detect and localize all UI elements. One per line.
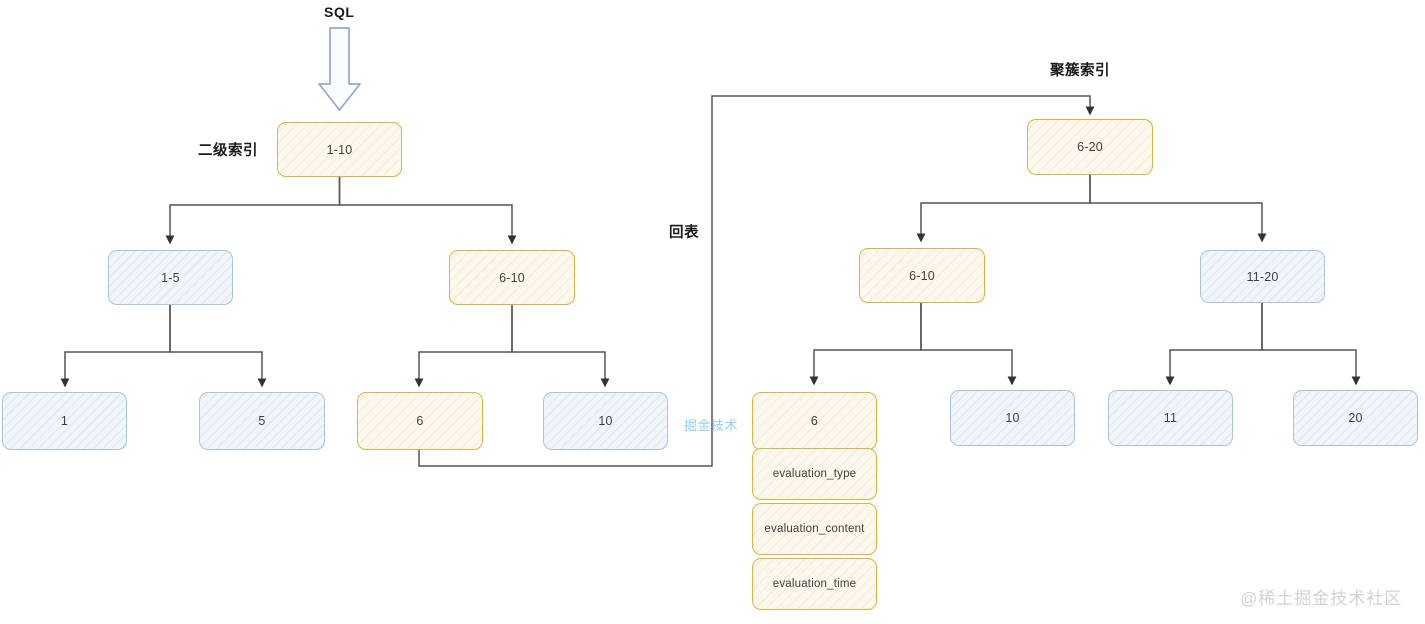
back-to-table-label: 回表 — [669, 225, 699, 241]
sql-label: SQL — [324, 4, 355, 20]
secondary-leaf-node-6[interactable]: 6 — [357, 392, 483, 450]
clustered-level2-node-11-20[interactable]: 11-20 — [1200, 250, 1325, 303]
clustered-leaf-node-20[interactable]: 20 — [1293, 390, 1418, 446]
node-label: 6-10 — [909, 268, 935, 283]
record-field-evaluation-time[interactable]: evaluation_time — [752, 558, 877, 610]
secondary-leaf-node-1[interactable]: 1 — [2, 392, 127, 450]
secondary-level2-node-6-10[interactable]: 6-10 — [449, 250, 575, 305]
secondary-root-node[interactable]: 1-10 — [277, 122, 402, 177]
node-label: 6-20 — [1077, 140, 1103, 154]
sql-arrow-icon — [318, 27, 361, 111]
node-label: 20 — [1348, 411, 1363, 425]
record-field-evaluation-content[interactable]: evaluation_content — [752, 503, 877, 555]
corner-watermark: @稀土掘金技术社区 — [1240, 589, 1403, 608]
secondary-leaf-node-5[interactable]: 5 — [199, 392, 325, 450]
node-label: 5 — [258, 414, 266, 428]
clustered-level2-node-6-10[interactable]: 6-10 — [859, 248, 985, 303]
clustered-leaf-node-10[interactable]: 10 — [950, 390, 1075, 446]
node-label: 10 — [1005, 411, 1020, 425]
secondary-level2-node-1-5[interactable]: 1-5 — [108, 250, 233, 305]
inline-watermark: 掘金技术 — [684, 418, 739, 433]
secondary-index-label: 二级索引 — [198, 143, 258, 159]
clustered-index-label: 聚簇索引 — [1050, 63, 1110, 79]
record-field-evaluation-type[interactable]: evaluation_type — [752, 448, 877, 500]
node-label: evaluation_time — [772, 578, 857, 590]
secondary-leaf-node-10[interactable]: 10 — [543, 392, 668, 450]
node-label: 6 — [416, 414, 424, 428]
node-label: 6 — [810, 414, 819, 428]
node-label: evaluation_type — [772, 468, 857, 480]
node-label: 1 — [60, 414, 69, 428]
clustered-root-node[interactable]: 6-20 — [1027, 119, 1153, 175]
node-label: 11-20 — [1246, 269, 1279, 284]
clustered-leaf-node-11[interactable]: 11 — [1108, 390, 1233, 446]
node-label: evaluation_content — [764, 523, 865, 535]
node-label: 10 — [598, 414, 613, 428]
clustered-leaf-node-6[interactable]: 6 — [752, 392, 877, 450]
node-label: 11 — [1163, 411, 1178, 425]
node-label: 6-10 — [499, 270, 525, 285]
node-label: 1-5 — [161, 270, 180, 285]
node-label: 1-10 — [326, 142, 353, 157]
